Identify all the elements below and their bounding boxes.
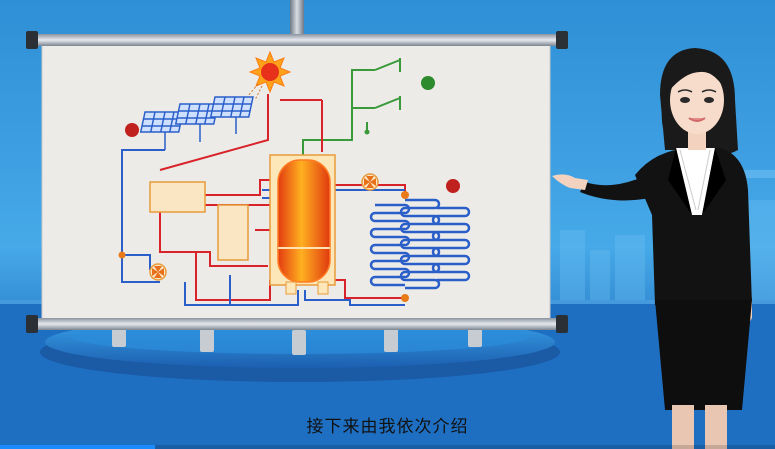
controller-box <box>149 181 206 213</box>
water-tank <box>269 154 336 295</box>
solar-panel-icon <box>139 96 254 150</box>
indicator-light-icon <box>446 179 460 193</box>
video-progress-fill <box>0 445 155 449</box>
indicator-light-icon <box>421 76 435 90</box>
presenter-avatar <box>552 48 752 449</box>
fan-icon <box>361 173 379 191</box>
heating-coil <box>369 198 471 290</box>
cold-water-pipes <box>121 149 405 306</box>
top-rod <box>30 34 566 46</box>
indicator-light-icon <box>125 123 139 137</box>
hot-water-pipes <box>159 94 406 301</box>
fan-icon <box>149 263 167 281</box>
subtitle-caption: 接下来由我依次介绍 <box>306 417 469 437</box>
system-diagram <box>118 50 471 306</box>
bottom-rod <box>30 318 566 330</box>
switch-icon <box>302 58 401 165</box>
video-progress-bar[interactable] <box>0 445 775 449</box>
sun-icon <box>247 50 292 101</box>
heat-exchanger-box <box>217 204 249 261</box>
board-pole <box>290 0 304 38</box>
